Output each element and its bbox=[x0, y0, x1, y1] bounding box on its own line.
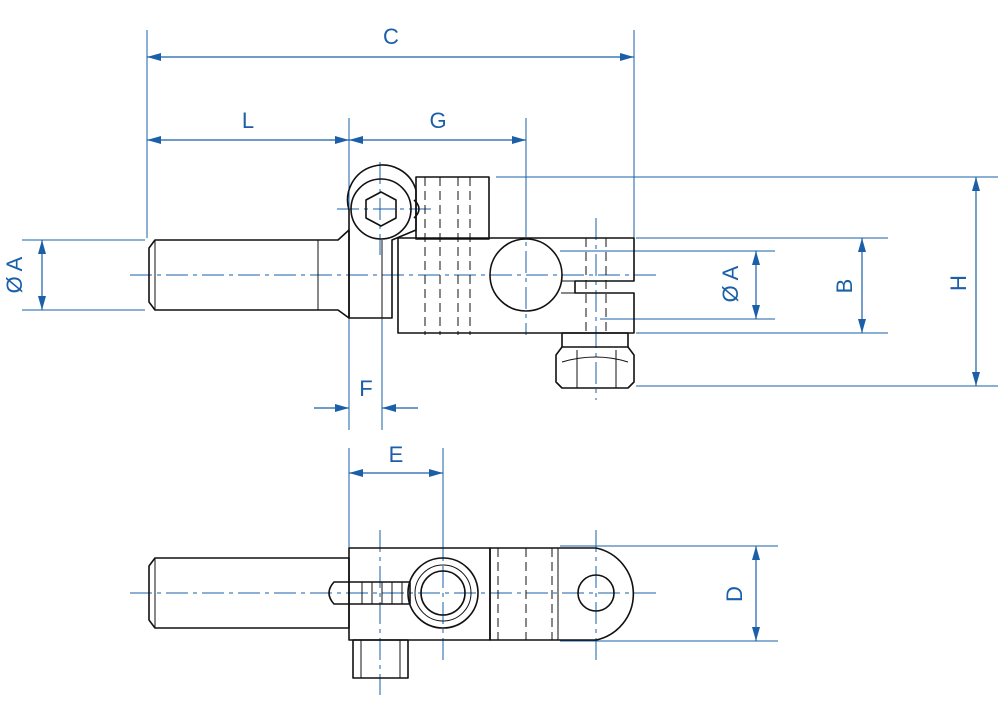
hex-socket-icon bbox=[365, 191, 397, 227]
dimension-D: D bbox=[722, 546, 760, 641]
dimension-F: F bbox=[314, 376, 418, 412]
dimension-E: E bbox=[349, 442, 443, 477]
dim-label-G: G bbox=[429, 108, 446, 133]
collar-with-screw bbox=[346, 164, 420, 319]
hex-nut bbox=[555, 332, 635, 389]
dim-label-E: E bbox=[389, 442, 404, 467]
dimension-C: C bbox=[147, 24, 634, 61]
center-lines-bottom bbox=[130, 530, 660, 695]
dim-label-L: L bbox=[242, 108, 254, 133]
dim-label-B: B bbox=[832, 279, 857, 294]
dim-label-D: D bbox=[722, 586, 747, 602]
clamp-arm-plan bbox=[489, 547, 635, 641]
dimension-G: G bbox=[349, 108, 526, 144]
dim-label-A-right: Ø A bbox=[718, 265, 743, 302]
top-view bbox=[22, 30, 998, 430]
bottom-view bbox=[130, 448, 778, 695]
dimension-L: L bbox=[147, 108, 349, 144]
collar-plan bbox=[328, 547, 491, 679]
dim-label-F: F bbox=[359, 376, 372, 401]
dimension-B: B bbox=[832, 238, 866, 333]
extension-lines-top bbox=[22, 30, 998, 430]
dimension-H: H bbox=[946, 177, 980, 386]
clamp-body bbox=[397, 237, 635, 334]
dim-label-A-left: Ø A bbox=[2, 256, 27, 293]
dimension-A-right: Ø A bbox=[718, 251, 760, 319]
dimension-A-left: Ø A bbox=[2, 240, 46, 310]
shaft-top bbox=[148, 229, 350, 319]
dim-label-C: C bbox=[383, 24, 399, 49]
dim-label-H: H bbox=[946, 275, 971, 291]
pin-block bbox=[415, 176, 490, 335]
